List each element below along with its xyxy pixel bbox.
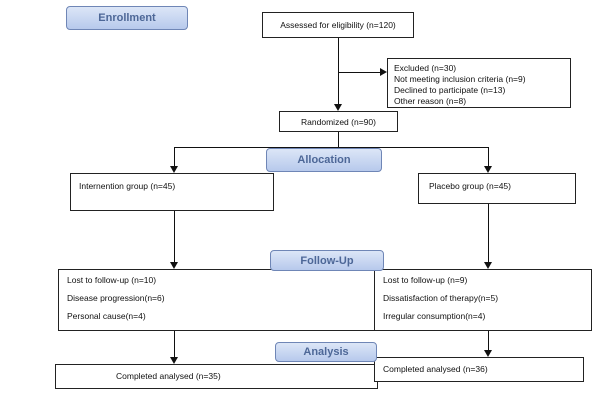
analysed-left-text: Completed analysed (n=35) <box>116 371 221 381</box>
randomized-box: Randomized (n=90) <box>279 111 398 132</box>
placebo-group-box: Placebo group (n=45) <box>418 173 576 204</box>
analysed-right-text: Completed analysed (n=36) <box>383 364 488 374</box>
arrow-to-intervention <box>170 166 178 173</box>
arrow-to-randomized <box>334 104 342 111</box>
connector-split-left <box>174 147 175 166</box>
connector-split-horizontal <box>174 147 488 148</box>
excluded-item: Not meeting inclusion criteria (n=9) <box>394 74 526 84</box>
connector-split-right <box>488 147 489 166</box>
arrow-to-followup-right <box>484 262 492 269</box>
connector-placebo-followup <box>488 204 489 262</box>
intervention-group-text: Internention group (n=45) <box>79 181 176 191</box>
placebo-group-text: Placebo group (n=45) <box>429 181 511 191</box>
excluded-box: Excluded (n=30) Not meeting inclusion cr… <box>387 58 571 108</box>
connector-assessed-randomized <box>338 38 339 104</box>
stage-enrollment: Enrollment <box>66 6 188 30</box>
assessed-text: Assessed for eligibility (n=120) <box>280 20 396 30</box>
followup-right-item: Irregular consumption(n=4) <box>383 311 486 321</box>
arrow-to-excluded <box>380 68 387 76</box>
analysed-left-box: Completed analysed (n=35) <box>55 364 378 389</box>
excluded-item: Other reason (n=8) <box>394 96 467 106</box>
connector-intervention-followup <box>174 211 175 262</box>
excluded-item: Declined to participate (n=13) <box>394 85 506 95</box>
stage-follow-up: Follow-Up <box>270 250 384 271</box>
followup-left-box: Lost to follow-up (n=10) Disease progres… <box>58 269 378 331</box>
followup-right-box: Lost to follow-up (n=9) Dissatisfaction … <box>374 269 592 331</box>
followup-left-item: Personal cause(n=4) <box>67 311 146 321</box>
randomized-text: Randomized (n=90) <box>301 117 376 127</box>
connector-followup-analysed-left <box>174 331 175 357</box>
connector-randomized-split <box>338 132 339 148</box>
followup-left-item: Lost to follow-up (n=10) <box>67 275 157 285</box>
stage-analysis: Analysis <box>275 342 377 362</box>
assessed-box: Assessed for eligibility (n=120) <box>262 12 414 38</box>
connector-to-excluded <box>338 72 380 73</box>
followup-left-item: Disease progression(n=6) <box>67 293 165 303</box>
arrow-to-placebo <box>484 166 492 173</box>
arrow-to-analysed-left <box>170 357 178 364</box>
connector-followup-analysed-right <box>488 331 489 350</box>
followup-right-item: Lost to follow-up (n=9) <box>383 275 468 285</box>
intervention-group-box: Internention group (n=45) <box>70 173 274 211</box>
arrow-to-followup-left <box>170 262 178 269</box>
analysed-right-box: Completed analysed (n=36) <box>374 357 584 382</box>
followup-right-item: Dissatisfaction of therapy(n=5) <box>383 293 499 303</box>
arrow-to-analysed-right <box>484 350 492 357</box>
excluded-title: Excluded (n=30) <box>394 63 457 73</box>
stage-allocation: Allocation <box>266 148 382 172</box>
